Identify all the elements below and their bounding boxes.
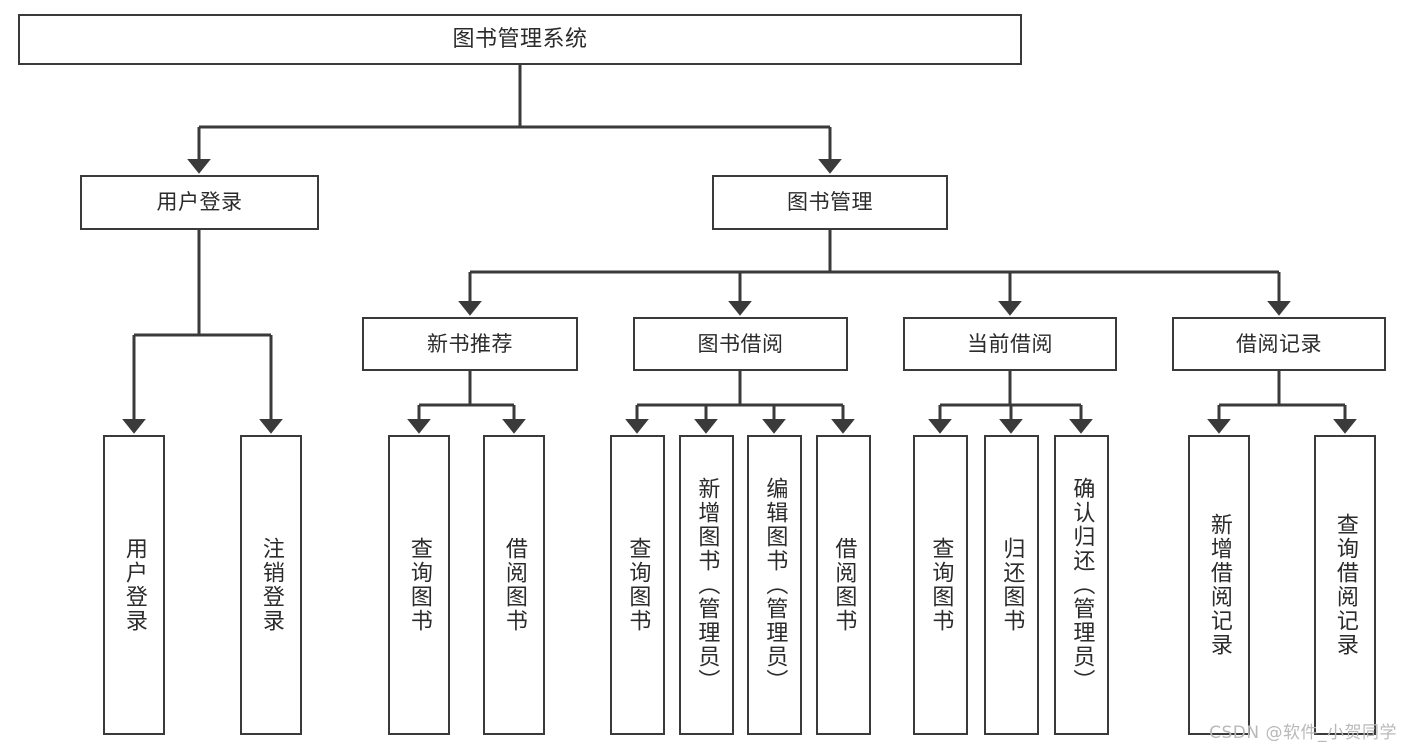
node-leaf-edit-book[interactable]: 编辑图书（管理员）: [747, 435, 802, 735]
node-book-manage[interactable]: 图书管理: [712, 175, 948, 230]
node-new-book-recommend-label: 新书推荐: [427, 331, 513, 356]
node-leaf-add-book-label: 新增图书（管理员）: [694, 477, 720, 693]
node-leaf-query-book-1[interactable]: 查询图书: [388, 435, 450, 735]
node-borrow-record-label: 借阅记录: [1236, 331, 1322, 356]
node-leaf-query-book-3-label: 查询图书: [928, 537, 954, 633]
node-user-login-label: 用户登录: [156, 190, 243, 215]
node-leaf-logout[interactable]: 注销登录: [240, 435, 302, 735]
node-leaf-edit-book-label: 编辑图书（管理员）: [762, 477, 788, 693]
node-leaf-confirm-return-label: 确认归还（管理员）: [1069, 477, 1095, 693]
node-current-borrow[interactable]: 当前借阅: [903, 317, 1117, 371]
csdn-watermark: CSDN @软件_小贺同学: [1209, 723, 1397, 743]
node-book-borrow[interactable]: 图书借阅: [633, 317, 848, 371]
node-leaf-add-record[interactable]: 新增借阅记录: [1188, 435, 1250, 735]
node-leaf-add-book[interactable]: 新增图书（管理员）: [679, 435, 734, 735]
node-borrow-record[interactable]: 借阅记录: [1172, 317, 1386, 371]
node-leaf-query-book-3[interactable]: 查询图书: [913, 435, 968, 735]
node-leaf-return-book[interactable]: 归还图书: [984, 435, 1039, 735]
node-root-system[interactable]: 图书管理系统: [18, 14, 1022, 65]
node-new-book-recommend[interactable]: 新书推荐: [362, 317, 578, 371]
node-leaf-add-record-label: 新增借阅记录: [1206, 513, 1232, 657]
node-leaf-query-book-2-label: 查询图书: [625, 537, 651, 633]
node-leaf-user-login-label: 用户登录: [121, 537, 147, 633]
node-leaf-borrow-book-2[interactable]: 借阅图书: [816, 435, 871, 735]
node-leaf-borrow-book-1[interactable]: 借阅图书: [483, 435, 545, 735]
node-root-label: 图书管理系统: [452, 26, 588, 52]
node-user-login[interactable]: 用户登录: [80, 175, 319, 230]
node-book-manage-label: 图书管理: [787, 190, 873, 215]
node-leaf-confirm-return[interactable]: 确认归还（管理员）: [1054, 435, 1109, 735]
node-leaf-return-book-label: 归还图书: [999, 537, 1025, 633]
node-leaf-user-login[interactable]: 用户登录: [103, 435, 165, 735]
node-leaf-logout-label: 注销登录: [258, 537, 284, 633]
node-leaf-borrow-book-2-label: 借阅图书: [831, 537, 857, 633]
node-book-borrow-label: 图书借阅: [697, 331, 784, 356]
node-leaf-query-book-2[interactable]: 查询图书: [610, 435, 665, 735]
node-leaf-query-book-1-label: 查询图书: [406, 537, 432, 633]
node-leaf-borrow-book-1-label: 借阅图书: [501, 537, 527, 633]
node-leaf-query-record[interactable]: 查询借阅记录: [1314, 435, 1376, 735]
node-leaf-query-record-label: 查询借阅记录: [1332, 513, 1358, 657]
node-current-borrow-label: 当前借阅: [967, 331, 1053, 356]
